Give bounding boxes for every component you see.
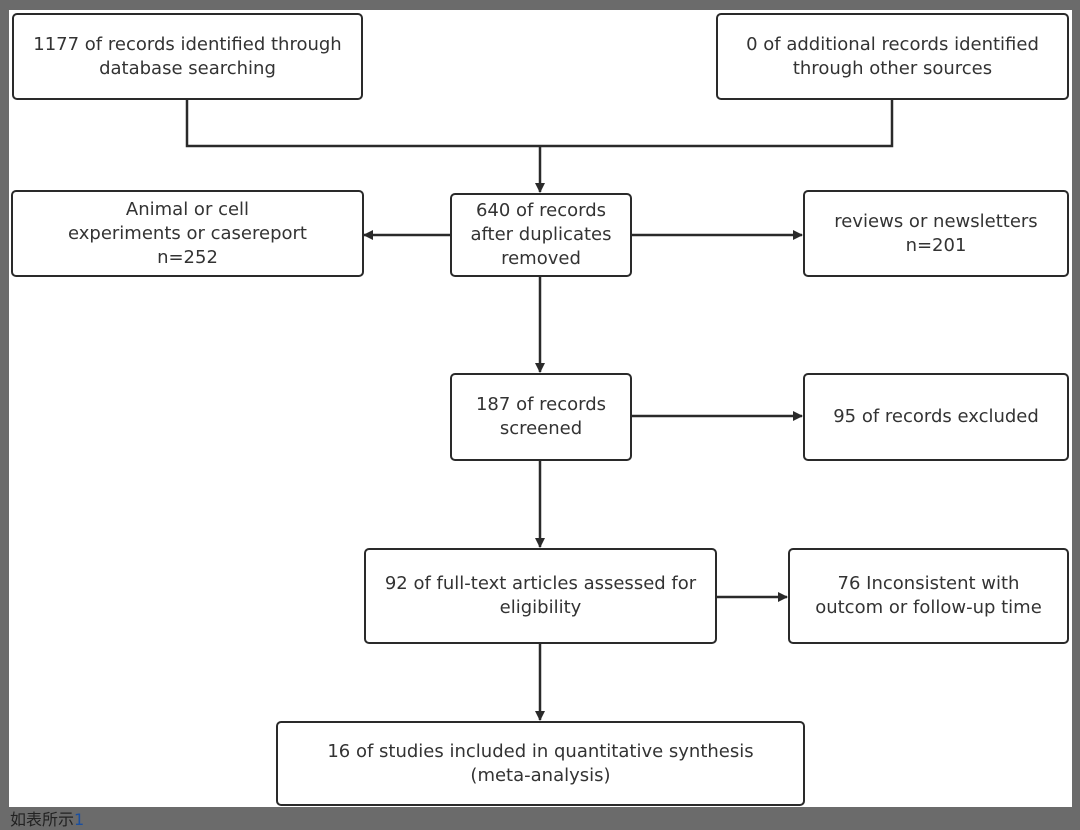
box-excluded-reviews: reviews or newsletters n=201 [803,190,1069,277]
box-excluded-screen: 95 of records excluded [803,373,1069,461]
caption: 如表所示1 [10,806,84,830]
box-excluded-animal: Animal or cell experiments or casereport… [11,190,364,277]
box-identified-db: 1177 of records identified through datab… [12,13,363,100]
box-included: 16 of studies included in quantitative s… [276,721,805,806]
caption-ref-link[interactable]: 1 [74,810,85,829]
box-excluded-fulltext: 76 Inconsistent with outcom or follow-up… [788,548,1069,644]
caption-text: 如表所示 [10,810,75,829]
merge-line [185,99,894,148]
box-identified-other: 0 of additional records identified throu… [716,13,1069,100]
box-after-duplicates: 640 of records after duplicates removed [450,193,632,277]
box-fulltext: 92 of full-text articles assessed for el… [364,548,717,644]
box-screened: 187 of records screened [450,373,632,461]
